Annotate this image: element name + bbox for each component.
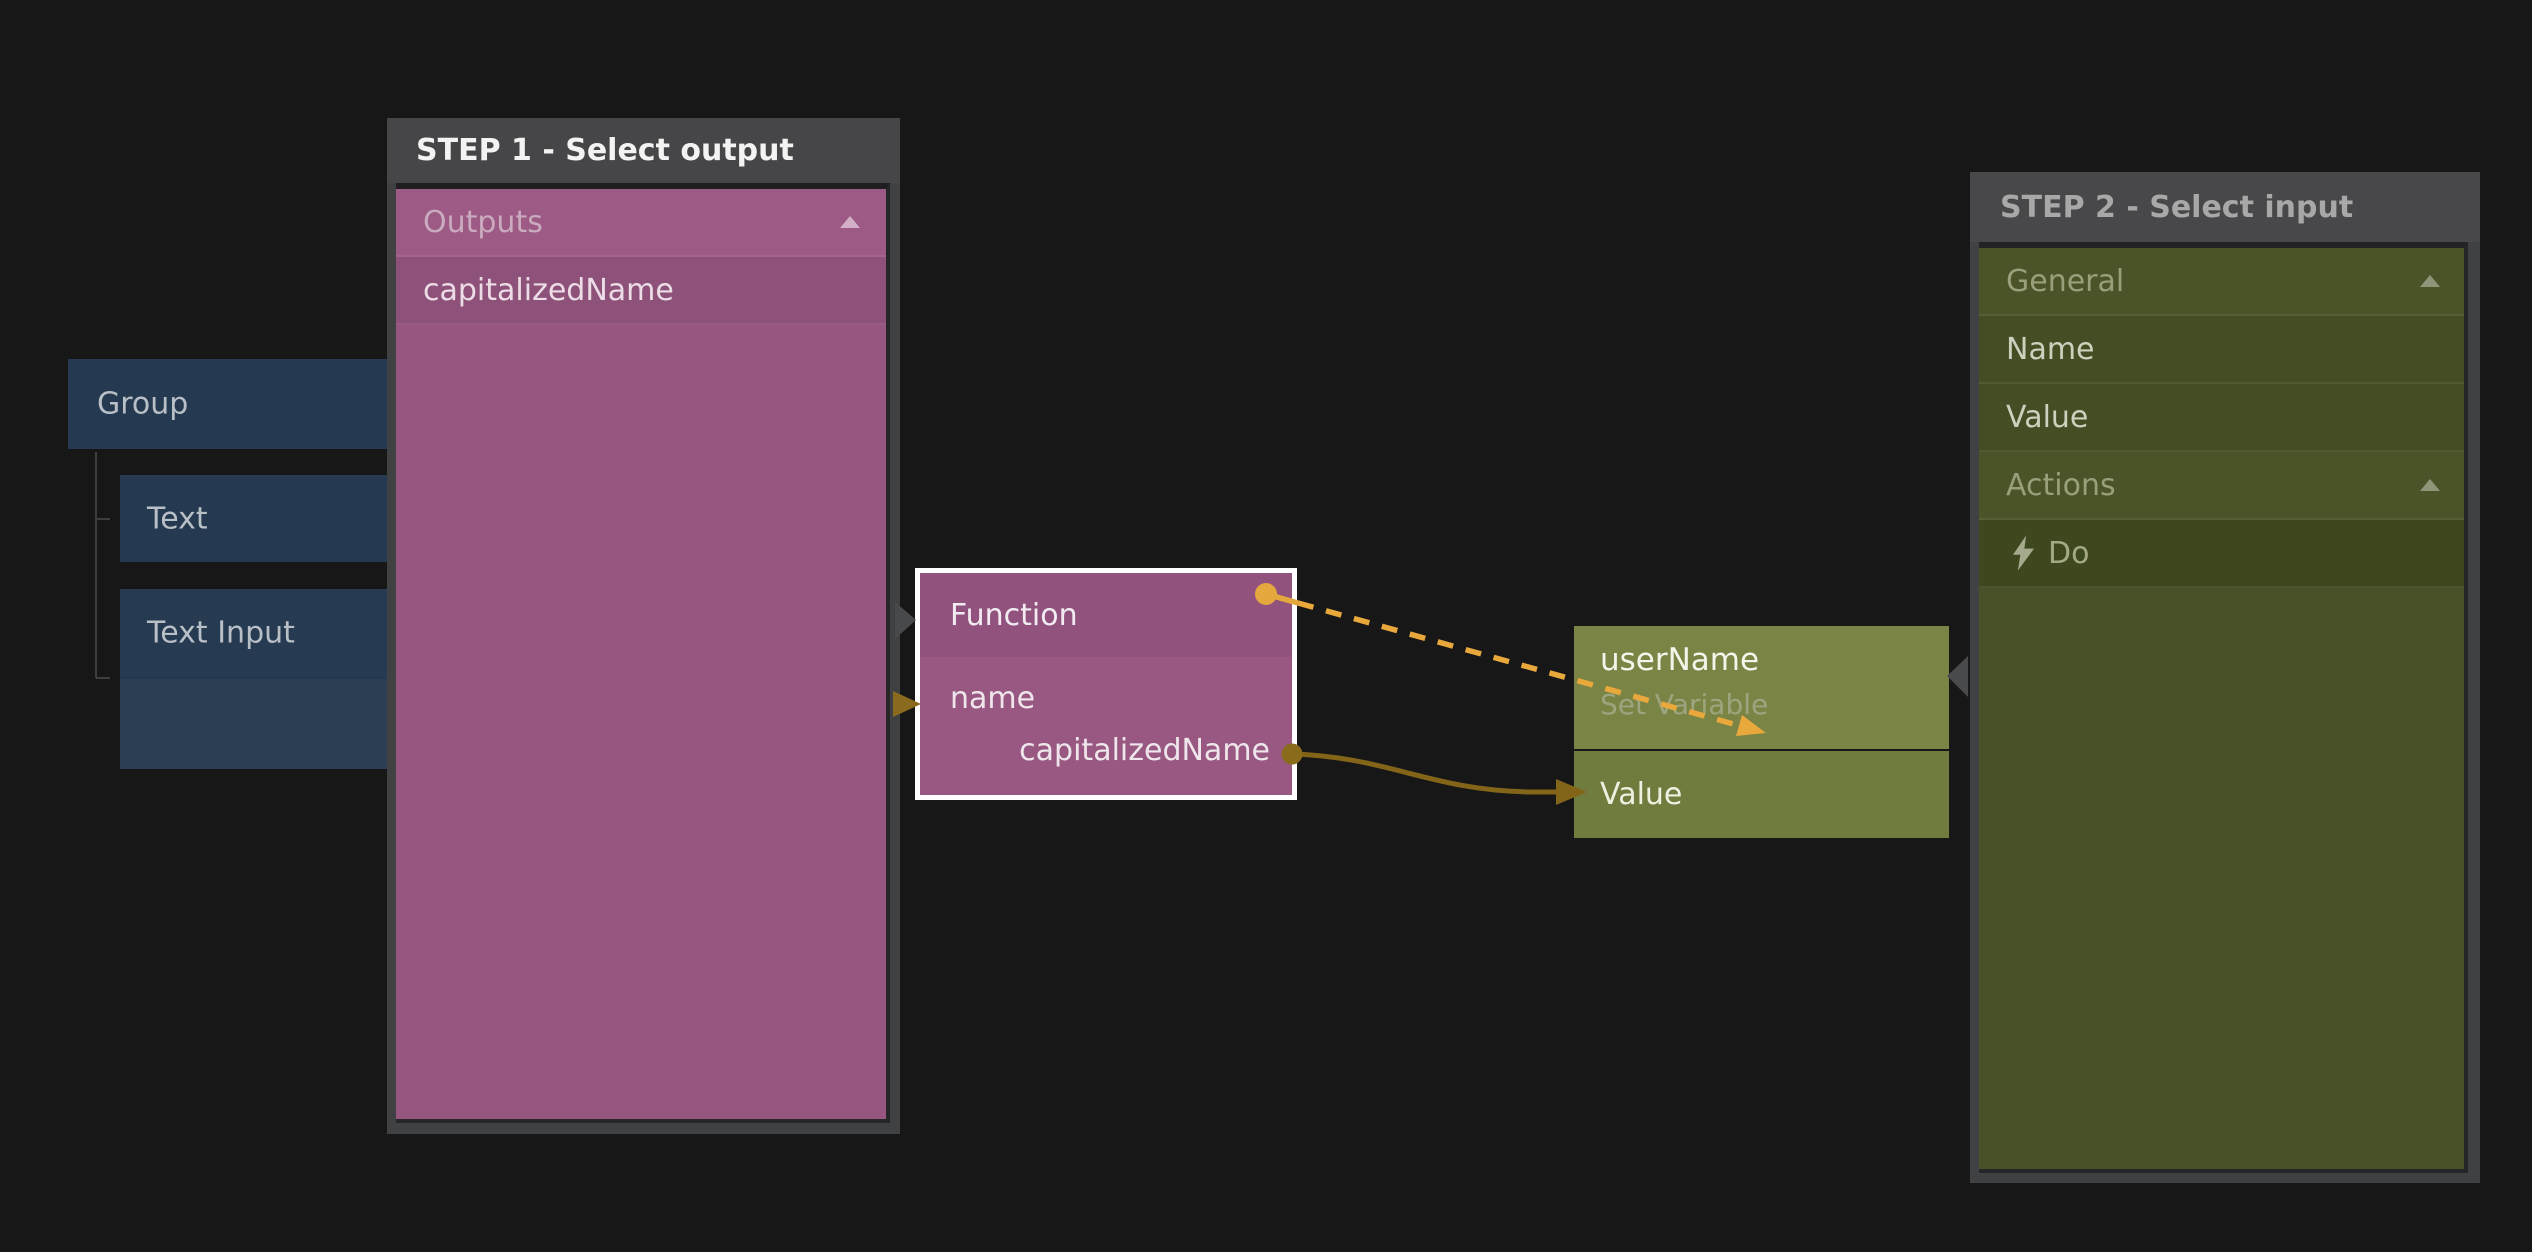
function-input-name[interactable]: name: [950, 681, 1036, 716]
function-output-capitalizedname[interactable]: capitalizedName: [1019, 733, 1270, 768]
step2-section-general[interactable]: General: [1979, 248, 2464, 316]
function-node-body: name capitalizedName: [920, 657, 1292, 795]
step2-section-general-label: General: [2006, 263, 2125, 299]
function-node-inner: Function name capitalizedName: [920, 573, 1292, 795]
step2-item-do[interactable]: Do: [1979, 520, 2464, 588]
step2-item-name-label: Name: [2006, 331, 2095, 367]
step2-item-name[interactable]: Name: [1979, 316, 2464, 384]
function-node[interactable]: Function name capitalizedName: [915, 568, 1297, 800]
function-node-title: Function: [950, 597, 1078, 633]
text-input-node-label: Text Input: [147, 615, 295, 651]
step2-section-actions[interactable]: Actions: [1979, 452, 2464, 520]
collapse-arrow-icon[interactable]: [2420, 479, 2440, 491]
solid-connection-line: [1291, 751, 1558, 795]
text-node-label: Text: [147, 501, 208, 536]
step2-input-list: General Name Value Actions Do: [1979, 242, 2468, 1173]
step2-item-value[interactable]: Value: [1979, 384, 2464, 452]
step1-panel-title: STEP 1 - Select output: [416, 133, 794, 168]
step1-section-outputs-label: Outputs: [423, 204, 543, 240]
step2-section-actions-label: Actions: [2006, 467, 2116, 503]
step1-item-capitalizedname-label: capitalizedName: [423, 272, 674, 308]
step2-panel-title: STEP 2 - Select input: [2000, 189, 2354, 225]
collapse-arrow-icon[interactable]: [840, 216, 860, 228]
function-node-header[interactable]: Function: [920, 573, 1292, 657]
set-variable-node-subtitle: Set Variable: [1600, 688, 1769, 721]
step2-pointer-icon: [1947, 656, 1968, 697]
step1-item-capitalizedname[interactable]: capitalizedName: [396, 257, 886, 325]
set-variable-node[interactable]: userName Set Variable Value: [1574, 626, 1949, 838]
set-variable-node-header[interactable]: userName Set Variable: [1574, 626, 1949, 749]
step1-output-list: Outputs capitalizedName: [396, 183, 890, 1123]
set-variable-input-value[interactable]: Value: [1600, 777, 1683, 812]
lightning-bolt-icon: [2013, 535, 2034, 571]
step2-panel-header: STEP 2 - Select input: [1970, 172, 2480, 242]
set-variable-node-title: userName: [1600, 642, 1760, 678]
step1-panel-header: STEP 1 - Select output: [387, 118, 900, 183]
tree-connector-lines: [95, 452, 110, 679]
group-node-label: Group: [97, 386, 189, 422]
step2-item-do-label: Do: [2048, 535, 2090, 571]
set-variable-node-body: Value: [1574, 751, 1949, 838]
step2-panel: STEP 2 - Select input General Name Value…: [1970, 172, 2480, 1183]
collapse-arrow-icon[interactable]: [2420, 275, 2440, 287]
step1-panel: STEP 1 - Select output Outputs capitaliz…: [387, 118, 900, 1134]
step1-section-outputs[interactable]: Outputs: [396, 189, 886, 257]
step2-item-value-label: Value: [2006, 399, 2089, 435]
